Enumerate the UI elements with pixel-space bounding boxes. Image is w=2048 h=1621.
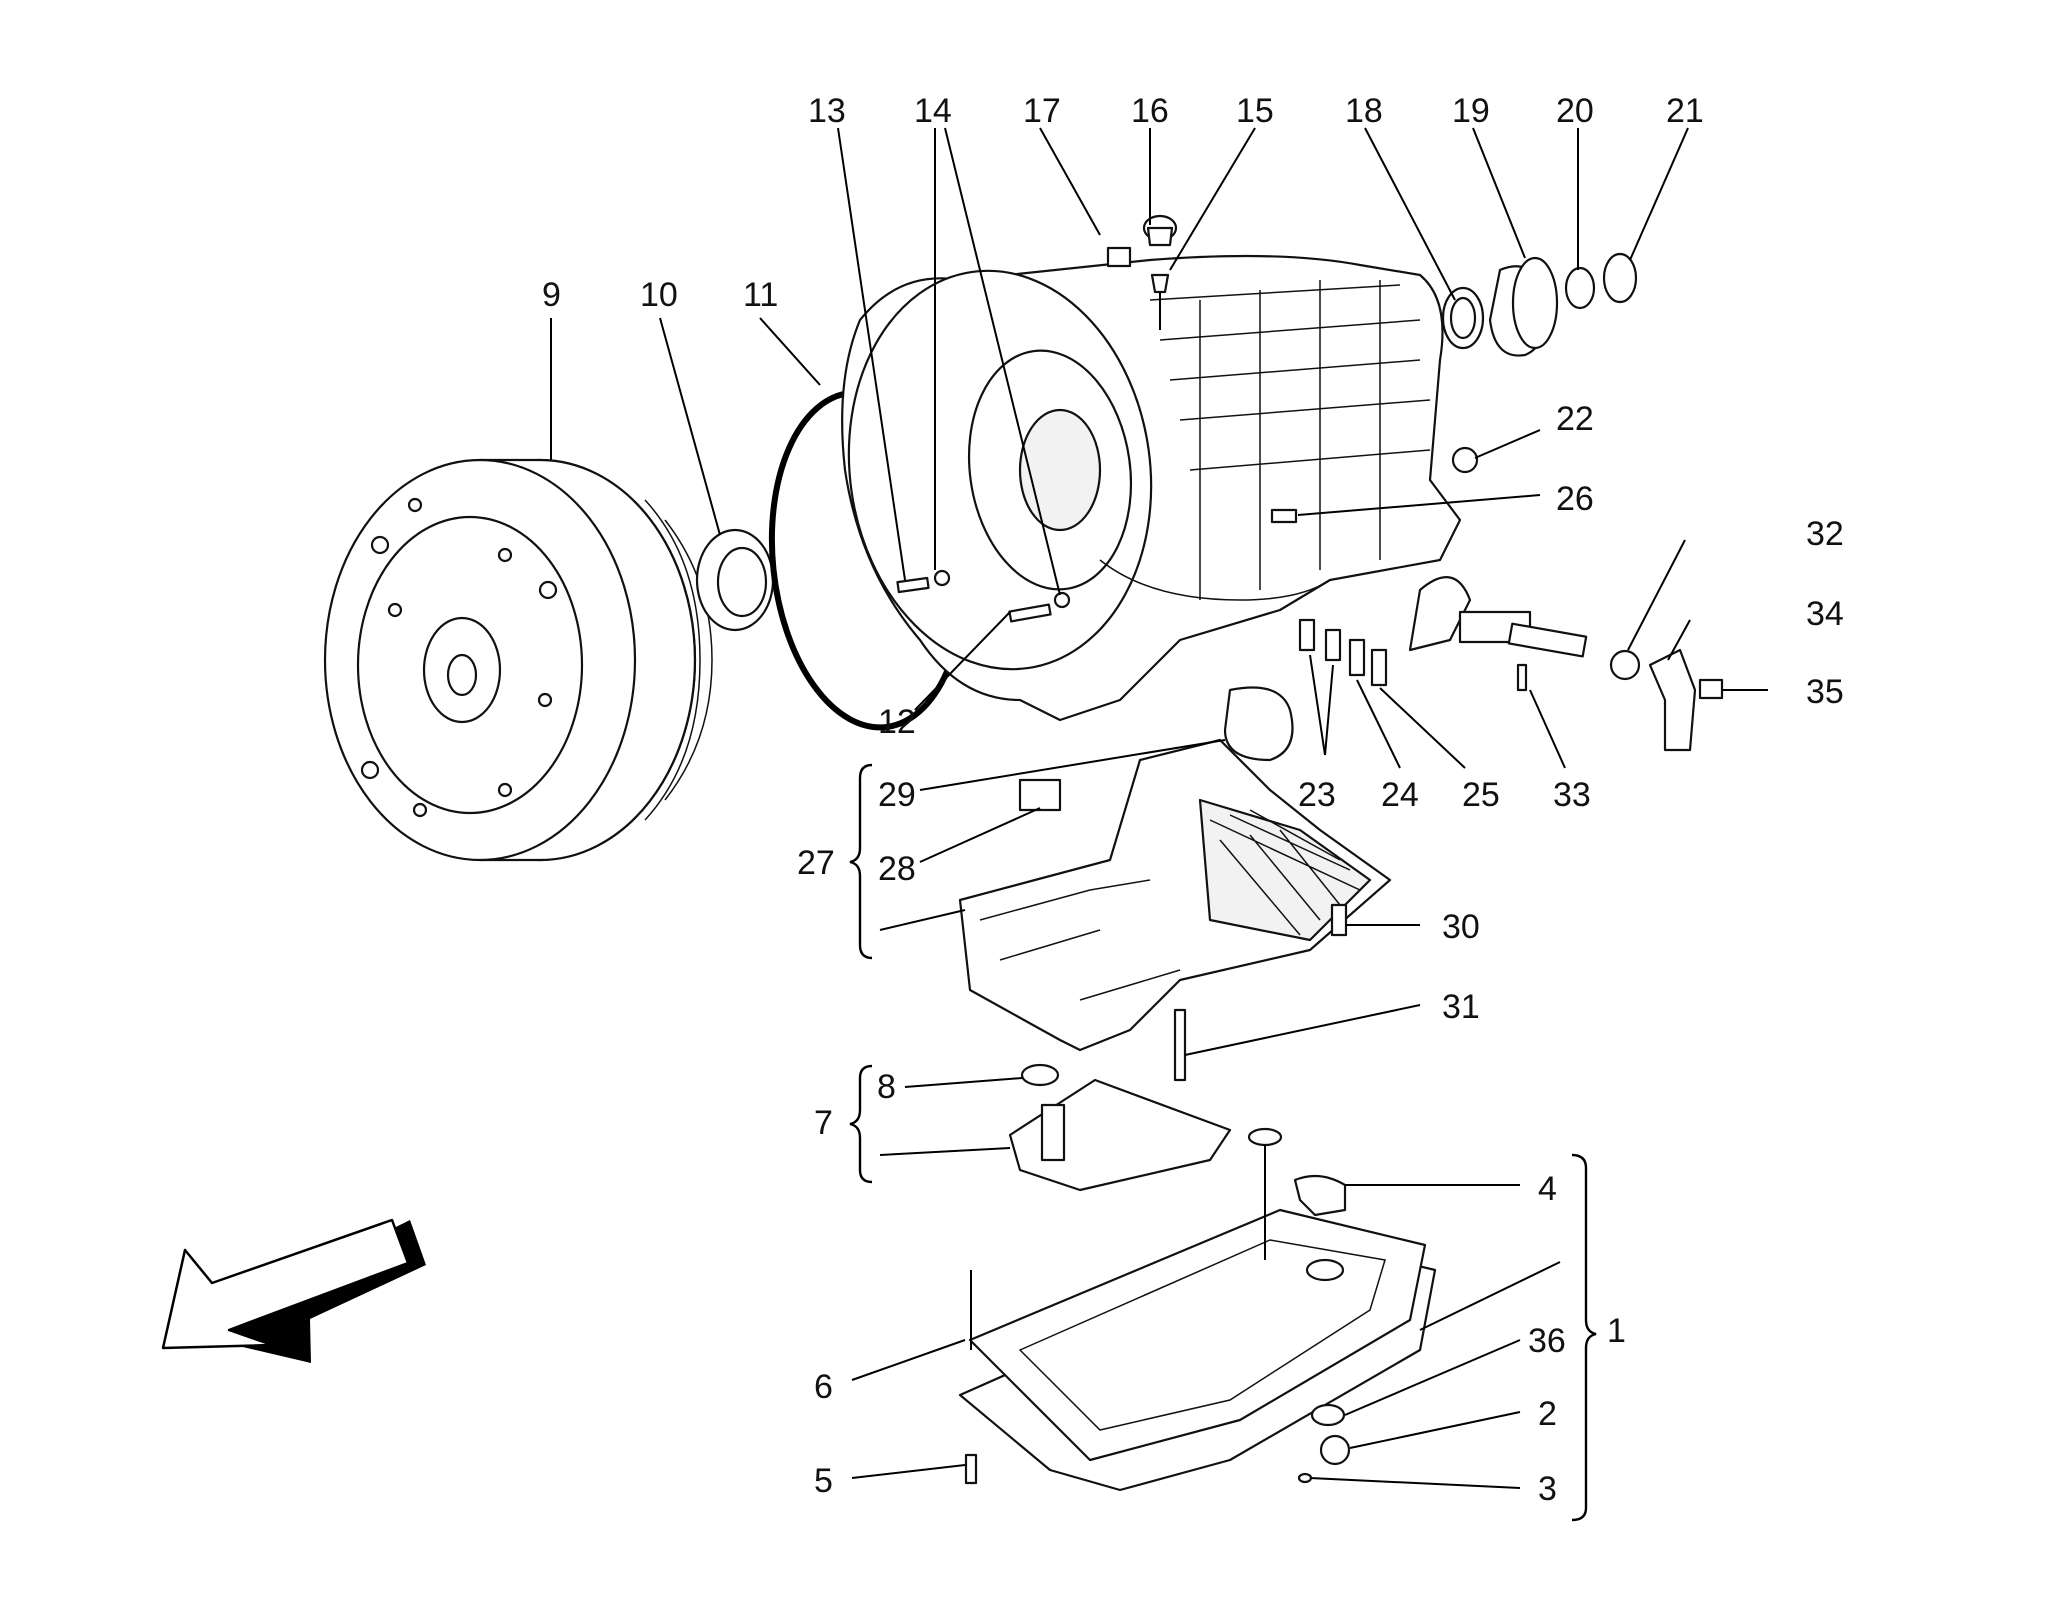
drain-plug-22[interactable] — [1451, 446, 1479, 474]
label-6: 6 — [814, 1368, 833, 1406]
selector-shaft-parts[interactable] — [1408, 576, 1724, 752]
label-27: 27 — [797, 844, 835, 882]
label-31: 31 — [1442, 988, 1480, 1026]
label-35: 35 — [1806, 673, 1844, 711]
label-13: 13 — [808, 92, 846, 130]
label-15: 15 — [1236, 92, 1274, 130]
seal-ring[interactable] — [695, 528, 775, 632]
label-33: 33 — [1553, 776, 1591, 814]
label-21: 21 — [1666, 92, 1704, 130]
label-23: 23 — [1298, 776, 1336, 814]
label-26: 26 — [1556, 480, 1594, 518]
label-5: 5 — [814, 1462, 833, 1500]
label-11: 11 — [743, 276, 778, 314]
valve-body[interactable] — [958, 738, 1392, 1082]
oil-filter[interactable] — [1008, 1063, 1232, 1192]
label-10: 10 — [640, 276, 678, 314]
leader-lines — [550, 127, 1768, 1489]
label-4: 4 — [1538, 1170, 1557, 1208]
label-19: 19 — [1452, 92, 1490, 130]
label-20: 20 — [1556, 92, 1594, 130]
part-labels: 13 14 17 16 15 18 19 20 21 9 10 11 22 26… — [542, 92, 1844, 1508]
arrow-down-left-icon — [161, 1218, 426, 1363]
group-braces — [849, 763, 1597, 1522]
breather-parts[interactable] — [1106, 214, 1178, 330]
label-30: 30 — [1442, 908, 1480, 946]
label-32: 32 — [1806, 515, 1844, 553]
bolt-26[interactable] — [1270, 508, 1298, 524]
label-22: 22 — [1556, 400, 1594, 438]
label-3: 3 — [1538, 1470, 1557, 1508]
label-29: 29 — [878, 776, 916, 814]
label-1: 1 — [1607, 1312, 1626, 1350]
label-14: 14 — [914, 92, 952, 130]
torque-converter[interactable] — [323, 458, 713, 862]
label-24: 24 — [1381, 776, 1419, 814]
housing-bolts[interactable] — [896, 569, 1071, 623]
label-25: 25 — [1462, 776, 1500, 814]
output-flange-parts[interactable] — [1441, 252, 1638, 357]
label-28: 28 — [878, 850, 916, 888]
oil-pan[interactable] — [958, 1127, 1437, 1492]
label-36: 36 — [1528, 1322, 1566, 1360]
label-9: 9 — [542, 276, 561, 314]
label-34: 34 — [1806, 595, 1844, 633]
label-7: 7 — [814, 1104, 833, 1142]
label-17: 17 — [1023, 92, 1061, 130]
connector-parts[interactable] — [1018, 686, 1294, 812]
transmission-housing[interactable] — [824, 251, 1462, 722]
label-18: 18 — [1345, 92, 1383, 130]
label-16: 16 — [1131, 92, 1169, 130]
label-12: 12 — [878, 703, 916, 741]
dowel-pins[interactable] — [1298, 618, 1388, 687]
label-8: 8 — [877, 1068, 896, 1106]
label-2: 2 — [1538, 1395, 1557, 1433]
